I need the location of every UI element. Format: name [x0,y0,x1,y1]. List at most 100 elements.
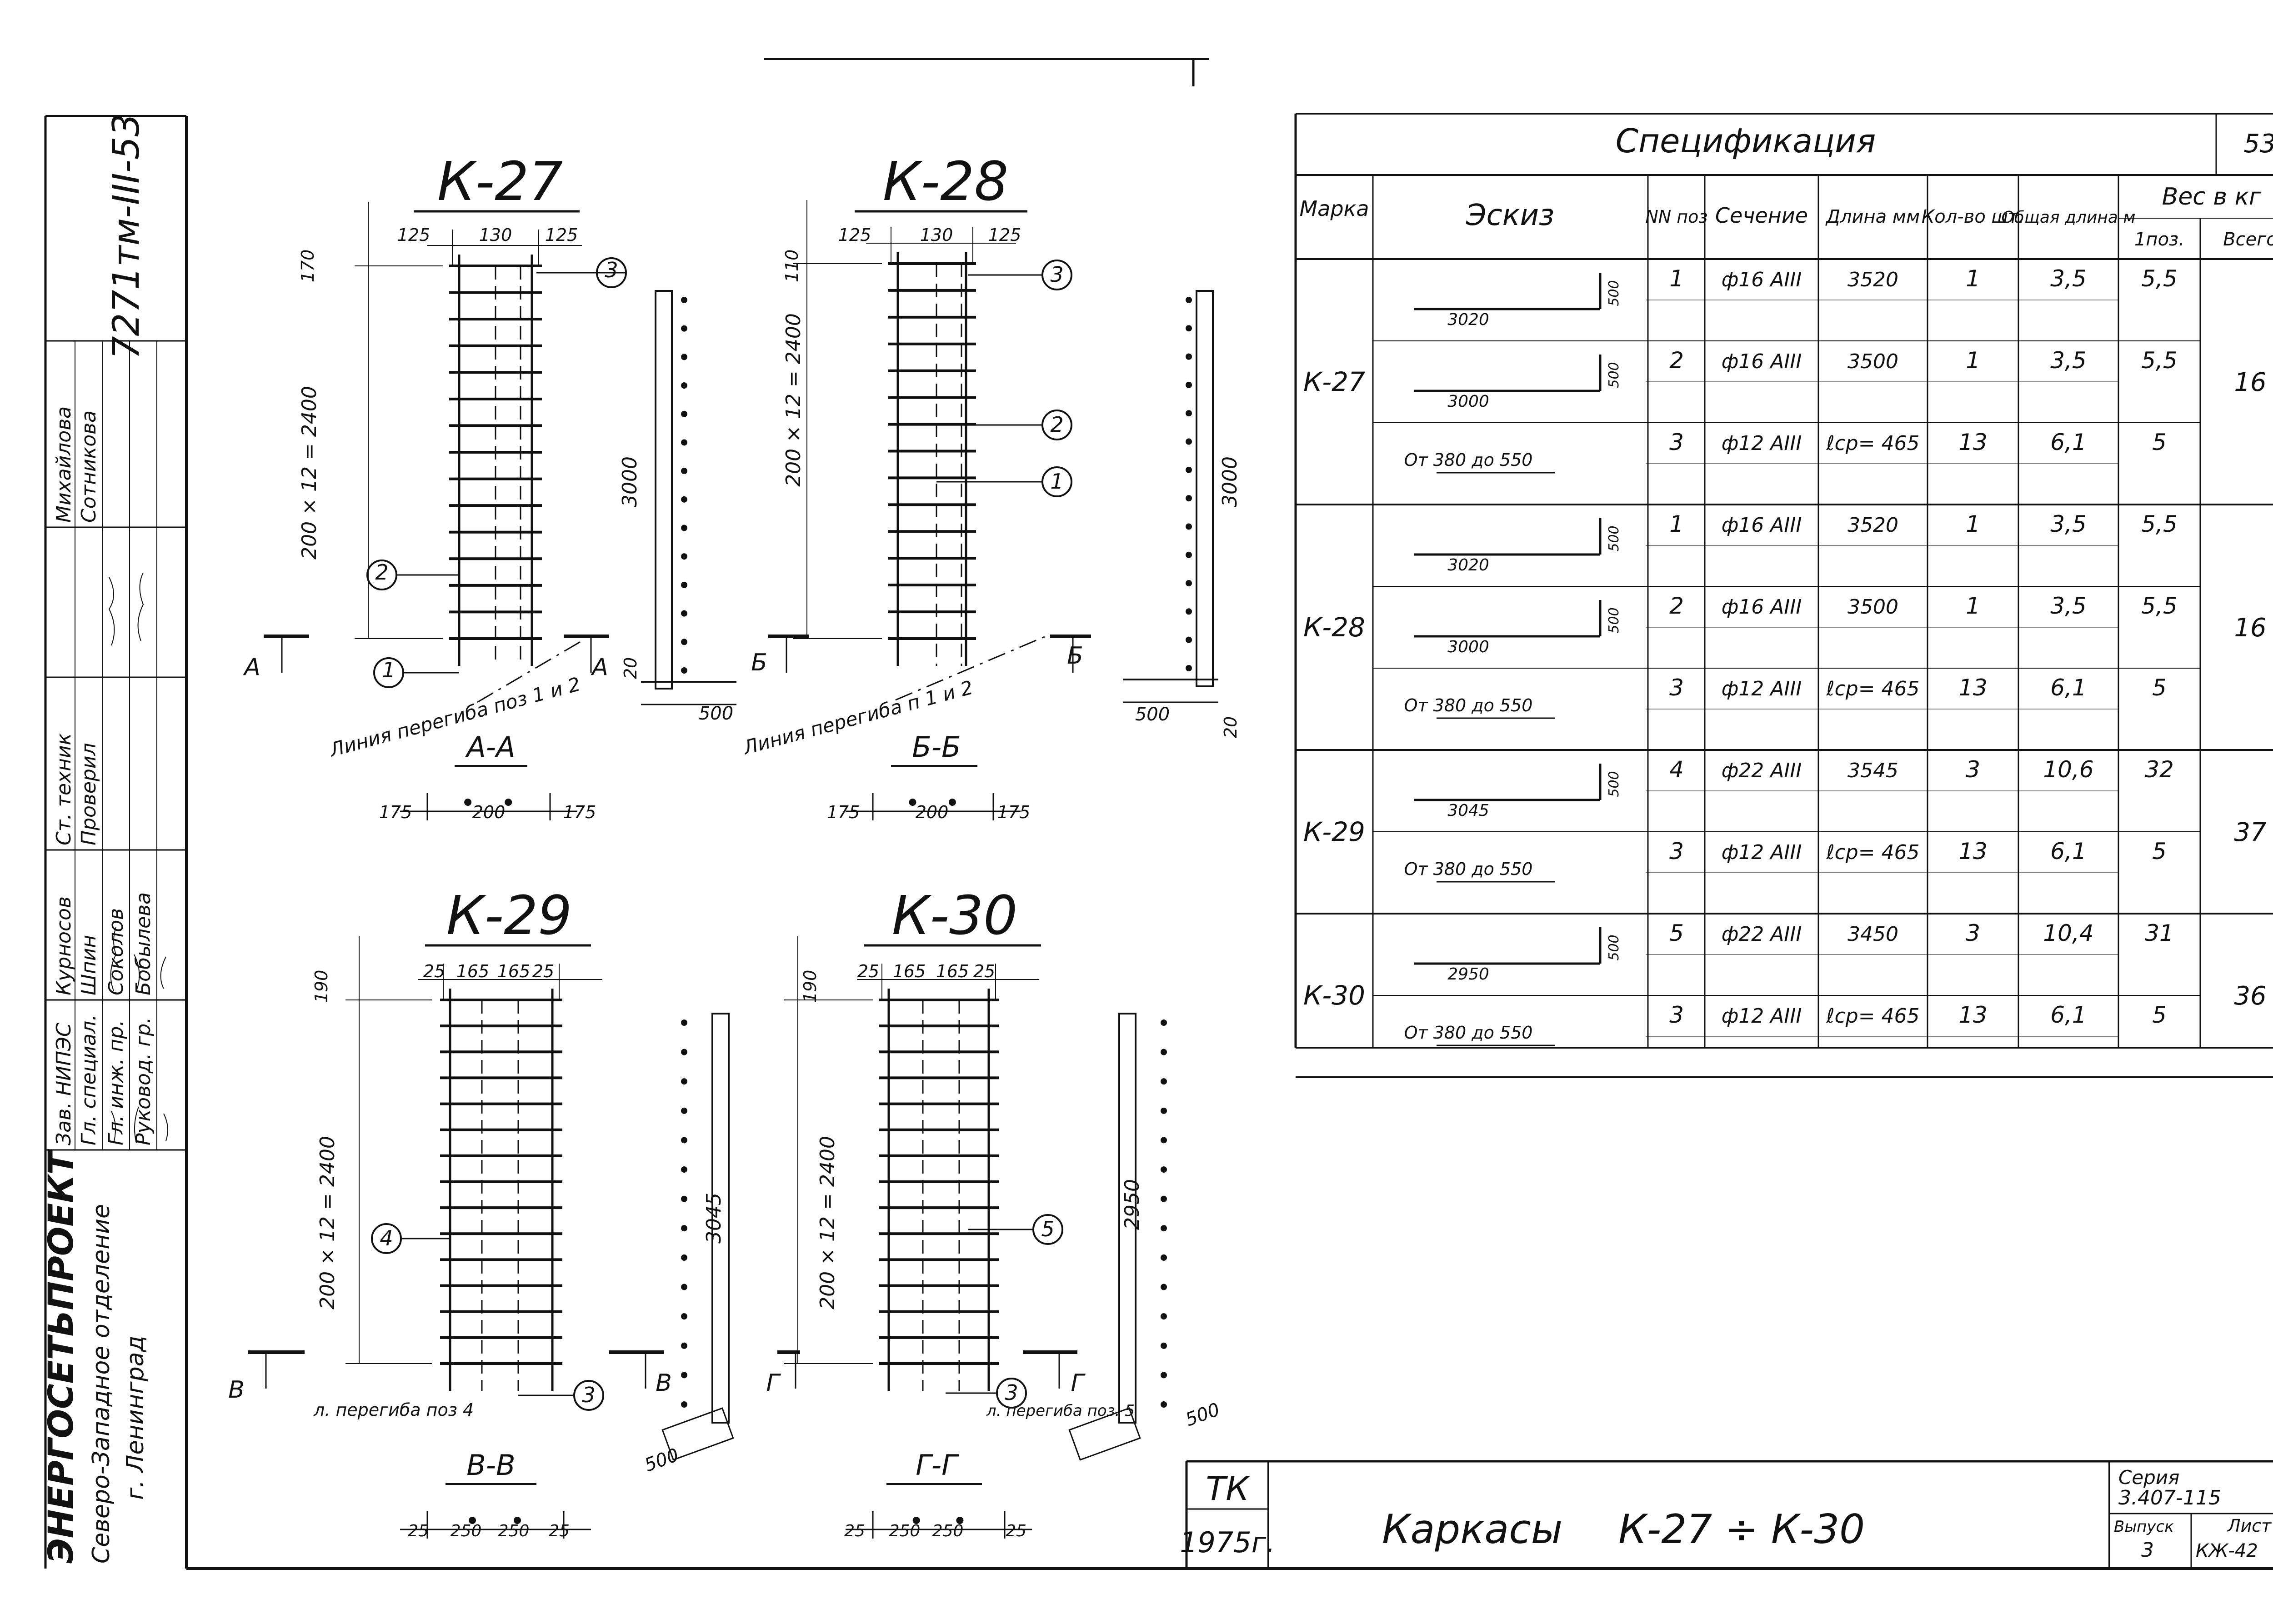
bar-dot [1161,1107,1167,1114]
bar-dot [1186,608,1192,615]
issue-value: 3 [2141,1539,2154,1562]
base-label: 500 [1183,1399,1222,1430]
spec-header-pos: NN поз [1645,207,1707,227]
bar-dot [681,354,687,360]
dim-label: 130 [479,225,512,245]
bend-line-note: л. перегиба поз. 5 [986,1402,1135,1420]
spec-header-qty: Кол-во шт. [1922,206,2024,227]
bar-dot [1186,580,1192,587]
bar-dot [681,581,687,588]
spec-header-section: Сечение [1715,203,1808,228]
bar-dot [681,1078,687,1085]
section-dot [505,799,512,806]
callout-label: 2 [375,560,388,585]
cell-section: ф16 АIII [1722,268,1802,291]
dim-label: 165 [456,961,490,981]
bar-dot [1186,495,1192,502]
sect-dim-label: 250 [889,1522,921,1540]
dim-label: 125 [545,225,578,245]
cell-total-length: 6,1 [2050,838,2087,864]
bar-dot [1186,325,1192,332]
sketch-height: 500 [1606,362,1622,388]
dim-label: 165 [936,961,969,981]
drawing-k30: К-30 25 165 165 25 190 200 × 12 = 2400 2… [766,884,1223,1540]
cell-pos: 1 [1669,511,1684,537]
cell-section: ф12 АIII [1722,677,1802,700]
cell-section: ф22 АIII [1722,759,1802,782]
spec-header-weight: Вес в кг [2162,183,2262,210]
bar-dot [681,468,687,475]
sect-dim-label: 25 [408,1522,429,1540]
series-label: Серия [2118,1466,2179,1489]
cell-weight-total: 36 [2234,981,2266,1011]
bar-dot [1161,1372,1167,1379]
dim-label: 125 [838,225,871,245]
callout-label: 1 [1050,469,1063,494]
callout-label: 3 [582,1383,595,1407]
cell-qty: 3 [1966,920,1980,946]
cell-qty: 13 [1958,429,1988,455]
cell-qty: 1 [1966,347,1980,374]
dim-label: 130 [920,225,953,245]
section-title: Г-Г [916,1449,959,1482]
bar-dot [681,1313,687,1320]
spacing-label: 200 × 12 = 2400 [298,386,321,560]
cell-weight-one: 5 [2152,675,2167,701]
bar-dot [1161,1166,1167,1173]
bar-dot [681,1225,687,1232]
archive-code: 7271тм-III-53 [105,114,147,360]
cut-marker: Б [1067,642,1083,670]
cell-pos: 1 [1669,265,1684,292]
specification-table: Спецификация 53 Марка Эскиз NN поз Сечен… [1294,113,2273,1078]
side-stamp: 7271тм-III-53 Зав. НИПЭС Гл. специал. Гл… [40,114,186,1564]
height-label: 3045 [702,1193,726,1244]
callout-label: 5 [1041,1217,1054,1241]
title-year: 1975г. [1180,1526,1275,1559]
bar-dot [681,1342,687,1349]
sect-dim-label: 250 [451,1522,482,1540]
cell-length: 3500 [1847,350,1898,373]
bar-dot [1161,1254,1167,1261]
cell-weight-total: 16 [2234,613,2266,643]
stamp-role-6: Проверил [77,743,100,845]
dim-label: 125 [397,225,431,245]
sect-dim-label: 25 [549,1522,570,1540]
dim-label: 25 [857,961,879,981]
cut-marker: А [243,654,260,681]
section-dot [464,799,472,806]
sect-dim-label: 175 [997,802,1031,822]
callout-label: 1 [382,658,395,682]
cell-length: 3500 [1847,595,1898,619]
cell-qty: 13 [1958,838,1988,864]
cell-total-length: 6,1 [2050,675,2087,701]
cell-length: 3520 [1847,268,1898,291]
sketch-length: 3045 [1447,801,1489,820]
stamp-role-3: Гл. инж. пр. [105,1020,128,1145]
height-label: 3000 [1218,456,1242,507]
bar-dot [1161,1284,1167,1290]
sect-dim-label: 250 [498,1522,530,1540]
cell-total-length: 3,5 [2050,347,2087,374]
dim-label: 165 [893,961,926,981]
stamp-name-5: Михайлова [52,406,75,523]
sect-dim-label: 175 [563,802,596,822]
sketch-stirrup-note: От 380 до 550 [1404,450,1533,470]
bend-line-note: Линия перегиба поз 1 и 2 [326,673,583,761]
title-range: К-27 ÷ К-30 [1618,1506,1865,1553]
bar-dot [1161,1313,1167,1320]
bar-dot [681,639,687,645]
cell-weight-total: 16 [2234,368,2266,397]
dim-label: 165 [497,961,531,981]
side-elevation [1196,290,1214,687]
drawing-title: К-28 [883,150,1009,213]
bar-dot [681,667,687,674]
drawing-k27: К-27 125 130 125 170 200 × 12 = 2400 300… [243,150,736,822]
bar-dot [681,1049,687,1055]
spec-header-weight-all: Всего [2223,229,2273,250]
cell-pos: 3 [1669,1002,1684,1028]
cell-pos: 3 [1669,429,1684,455]
side-elevation [1118,1013,1136,1424]
bar-dot [681,1372,687,1379]
bar-dot [1186,353,1192,360]
cell-total-length: 3,5 [2050,511,2087,537]
